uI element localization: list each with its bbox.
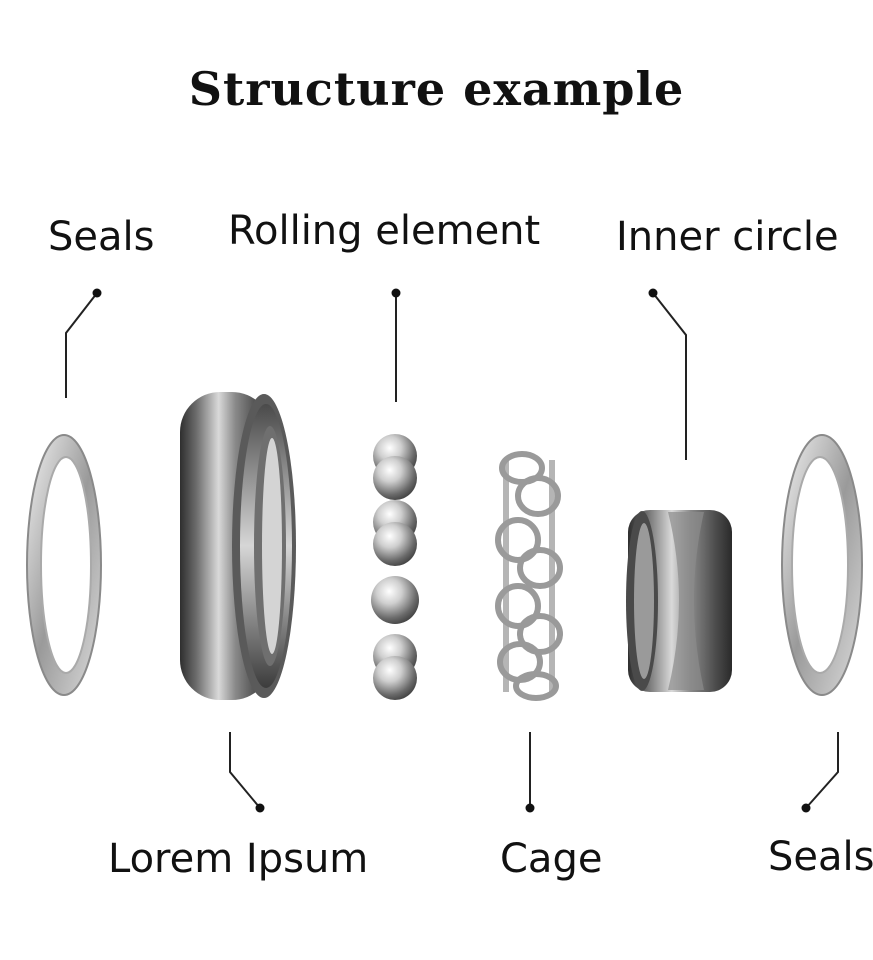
label-seals-bottom: Seals bbox=[768, 834, 873, 880]
cage bbox=[495, 451, 563, 701]
diagram-title: Structure example bbox=[188, 62, 685, 116]
rolling-element-balls bbox=[371, 434, 419, 700]
left-seal-ring bbox=[26, 434, 102, 696]
label-cage: Cage bbox=[500, 836, 603, 882]
leader-seals-bottom bbox=[805, 732, 839, 809]
leader-dots bbox=[92, 288, 811, 813]
label-seals-top: Seals bbox=[48, 214, 155, 260]
label-rolling-element: Rolling element bbox=[228, 208, 541, 254]
leader-lines bbox=[65, 292, 839, 809]
label-lorem-ipsum: Lorem Ipsum bbox=[108, 836, 369, 882]
right-seal-ring bbox=[781, 434, 863, 696]
outer-ring bbox=[180, 392, 296, 700]
leader-inner-circle bbox=[652, 292, 687, 460]
inner-ring bbox=[626, 510, 732, 692]
leader-seals-top bbox=[65, 292, 98, 398]
label-inner-circle: Inner circle bbox=[616, 214, 839, 260]
leader-lorem-ipsum bbox=[229, 732, 261, 809]
